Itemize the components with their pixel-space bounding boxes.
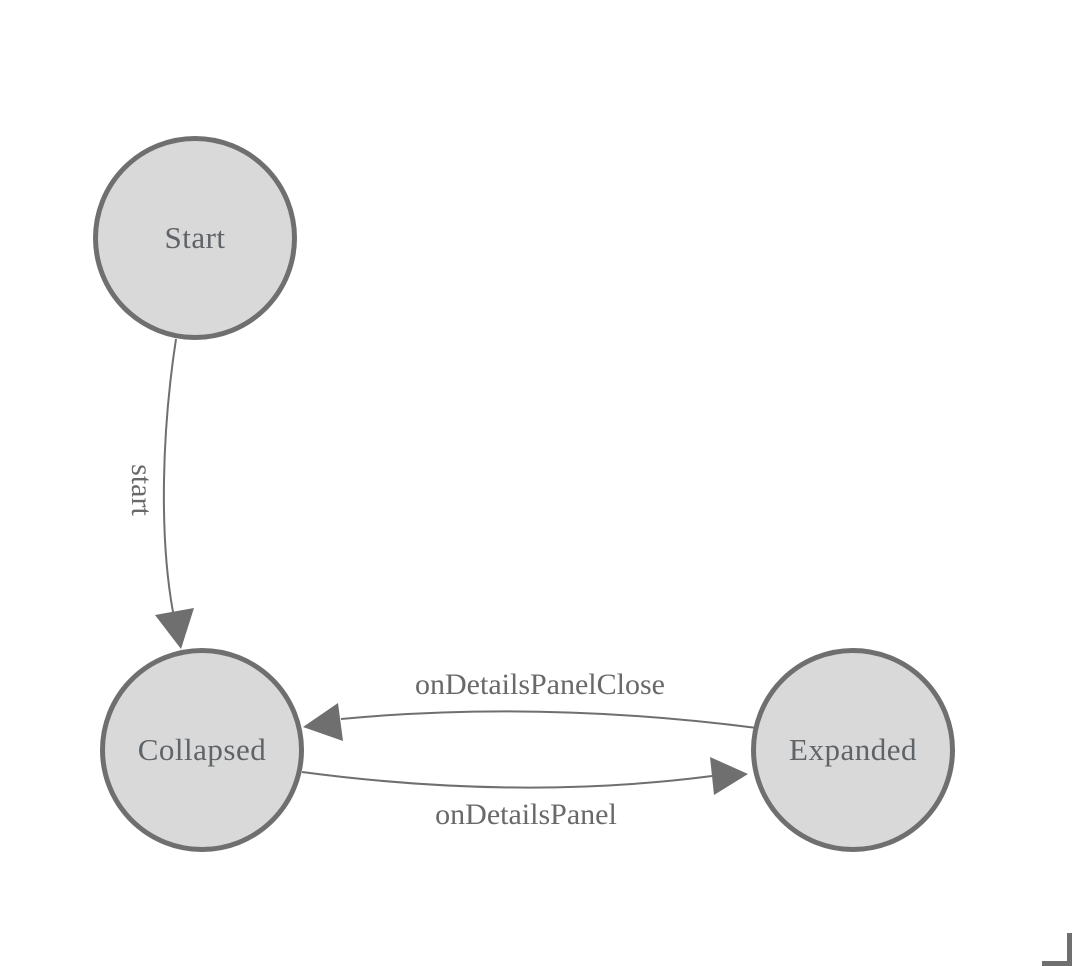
- edge-label-on-details-panel-close: onDetailsPanelClose: [415, 668, 665, 701]
- state-node-start[interactable]: Start: [93, 136, 297, 340]
- arrowhead-icon-start-to-collapsed: [155, 608, 194, 649]
- arrowhead-icon-expanded-to-collapsed: [303, 703, 343, 741]
- edge-label-on-details-panel: onDetailsPanel: [435, 798, 617, 831]
- state-node-start-label: Start: [164, 220, 226, 255]
- state-node-collapsed[interactable]: Collapsed: [100, 648, 304, 852]
- edge-start-to-collapsed: [162, 338, 177, 613]
- arrowhead-icon-collapsed-to-expanded: [710, 757, 748, 795]
- canvas-corner-border: [1042, 933, 1072, 966]
- state-node-expanded[interactable]: Expanded: [751, 648, 955, 852]
- state-node-collapsed-label: Collapsed: [137, 732, 267, 767]
- edge-label-start: start: [125, 464, 158, 516]
- edge-collapsed-to-expanded: [301, 771, 713, 789]
- state-node-expanded-label: Expanded: [789, 732, 917, 767]
- edge-expanded-to-collapsed: [340, 710, 758, 729]
